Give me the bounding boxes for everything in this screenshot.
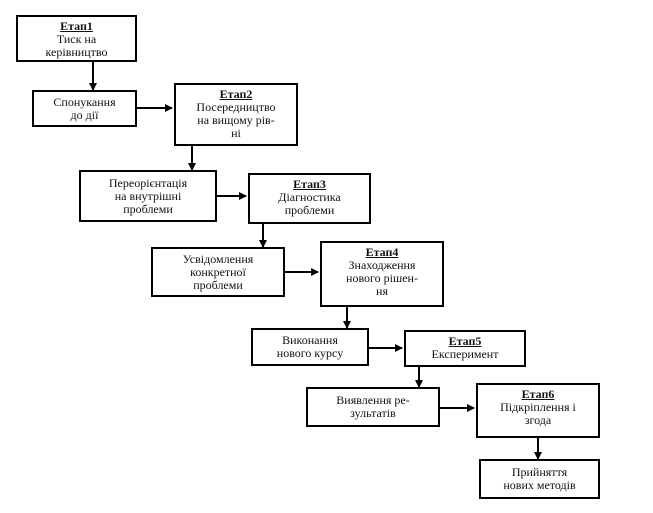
stage-5-box: Етап5 Експеримент: [404, 330, 526, 367]
stage-2-text: Посередництво на вищому рів- ні: [196, 100, 276, 140]
outcome-5-text: Виявлення ре- зультатів: [336, 393, 410, 420]
stage-4-title: Етап4: [365, 245, 399, 259]
stage-1-box: Етап1 Тиск на керівництво: [16, 15, 137, 62]
outcome-1-text: Спонукання до дії: [53, 94, 116, 122]
stage-3-text: Діагностика проблеми: [278, 190, 341, 217]
outcome-4-box: Виконання нового курсу: [251, 328, 369, 366]
stage-1-text: Тиск на керівництво: [45, 32, 108, 59]
outcome-1-box: Спонукання до дії: [32, 90, 137, 127]
outcome-6-text: Прийняття нових методів: [503, 465, 576, 492]
outcome-3-text: Усвідомлення конкретної проблеми: [182, 251, 254, 292]
outcome-3-box: Усвідомлення конкретної проблеми: [151, 247, 285, 297]
stage-2-box: Етап2 Посередництво на вищому рів- ні: [174, 83, 298, 146]
outcome-6-box: Прийняття нових методів: [479, 459, 600, 499]
stage-4-text: Знаходження нового рішен- ня: [346, 258, 418, 298]
outcome-4-text: Виконання нового курсу: [276, 333, 344, 360]
stage-5-title: Етап5: [448, 334, 482, 348]
stage-2-title: Етап2: [219, 87, 253, 101]
stage-3-box: Етап3 Діагностика проблеми: [248, 173, 371, 224]
stage-6-box: Етап6 Підкріплення і згода: [476, 383, 600, 438]
stage-4-box: Етап4 Знаходження нового рішен- ня: [320, 241, 444, 307]
outcome-2-box: Переорієнтація на внутрішні проблеми: [79, 170, 217, 222]
stage-6-text: Підкріплення і згода: [500, 400, 576, 427]
outcome-2-text: Переорієнтація на внутрішні проблеми: [108, 175, 188, 216]
stage-3-title: Етап3: [293, 177, 326, 191]
outcome-5-box: Виявлення ре- зультатів: [306, 387, 440, 427]
stage-6-title: Етап6: [521, 387, 555, 401]
stage-5-text: Експеримент: [431, 347, 499, 361]
stage-1-title: Етап1: [60, 19, 93, 33]
